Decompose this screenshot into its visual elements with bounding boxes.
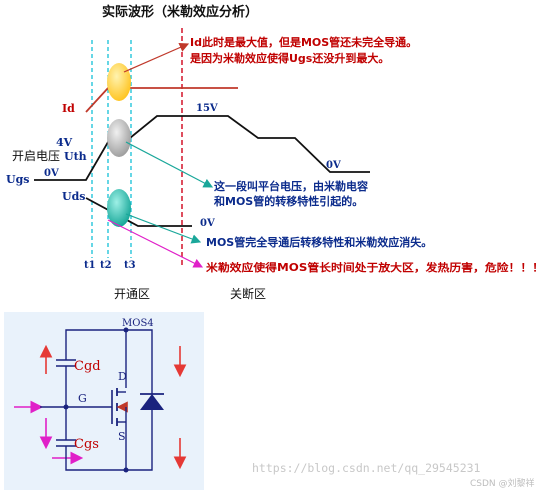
t2-label: t2 [100,260,112,271]
uth-label: Uth [64,150,87,163]
mos-circuit: MOS4 Cgd G D S Cgs [4,312,204,490]
red-annotation-arrow [123,42,190,73]
junction-top [123,327,129,333]
teal-annotation-2: MOS管完全导通后转移特性和米勒效应消失。 [206,235,432,249]
zero-v-uds-label: 0V [200,218,215,229]
magenta-arrow [107,219,204,268]
ugs-waveform [34,115,370,181]
waveform-diagram: 实际波形（米勒效应分析） Id 4V 开启电压 Uth Ugs 0V Uds 1… [6,4,544,301]
uds-fall-ellipse [107,189,131,227]
teal-annotation-line2: 和MOS管的转移特性引起的。 [214,194,363,208]
zero-v-left-label: 0V [44,168,59,179]
diode-triangle [140,394,164,410]
watermark-url: https://blog.csdn.net/qq_29545231 [252,461,481,475]
uds-label: Uds [62,190,85,203]
t1-label: t1 [84,260,96,271]
bottom-wire [65,430,153,471]
t3-label: t3 [124,260,136,271]
on-region-label: 开通区 [114,287,150,301]
red-annotation-line2: 是因为米勒效应使得Ugs还没升到最大。 [189,51,389,65]
teal-uds-arrow [125,213,202,244]
v4-label: 4V [56,136,73,149]
plateau-ellipse [107,119,131,157]
uds-waveform [85,197,192,227]
circuit-background [4,312,204,490]
turn-on-voltage-label: 开启电压 [12,149,60,163]
teal-plateau-arrow [125,141,214,188]
d-label: D [118,370,127,383]
id-label: Id [62,102,75,115]
watermark-tag: CSDN @刘黎祥 [470,477,535,489]
mos4-label: MOS4 [122,318,154,329]
ugs-label: Ugs [6,173,29,186]
zero-v-right-label: 0V [326,160,341,171]
red-annotation-line1: Id此时是最大值，但是MOS管还未完全导通。 [190,35,417,49]
diagram-title: 实际波形（米勒效应分析） [102,4,258,20]
v15-label: 15V [196,103,218,114]
off-region-label: 关断区 [230,286,266,301]
g-label: G [78,392,87,405]
top-wire [65,329,153,360]
s-label: S [118,430,126,443]
magenta-annotation: 米勒效应使得MOS管长时间处于放大区，发热历害，危险！！！ [205,261,544,274]
id-peak-ellipse [107,63,131,101]
teal-annotation-line1: 这一段叫平台电压，由米勒电容 [214,179,368,193]
cgd-label: Cgd [74,359,101,374]
cgs-label: Cgs [74,437,99,452]
junction-bottom [123,467,129,473]
